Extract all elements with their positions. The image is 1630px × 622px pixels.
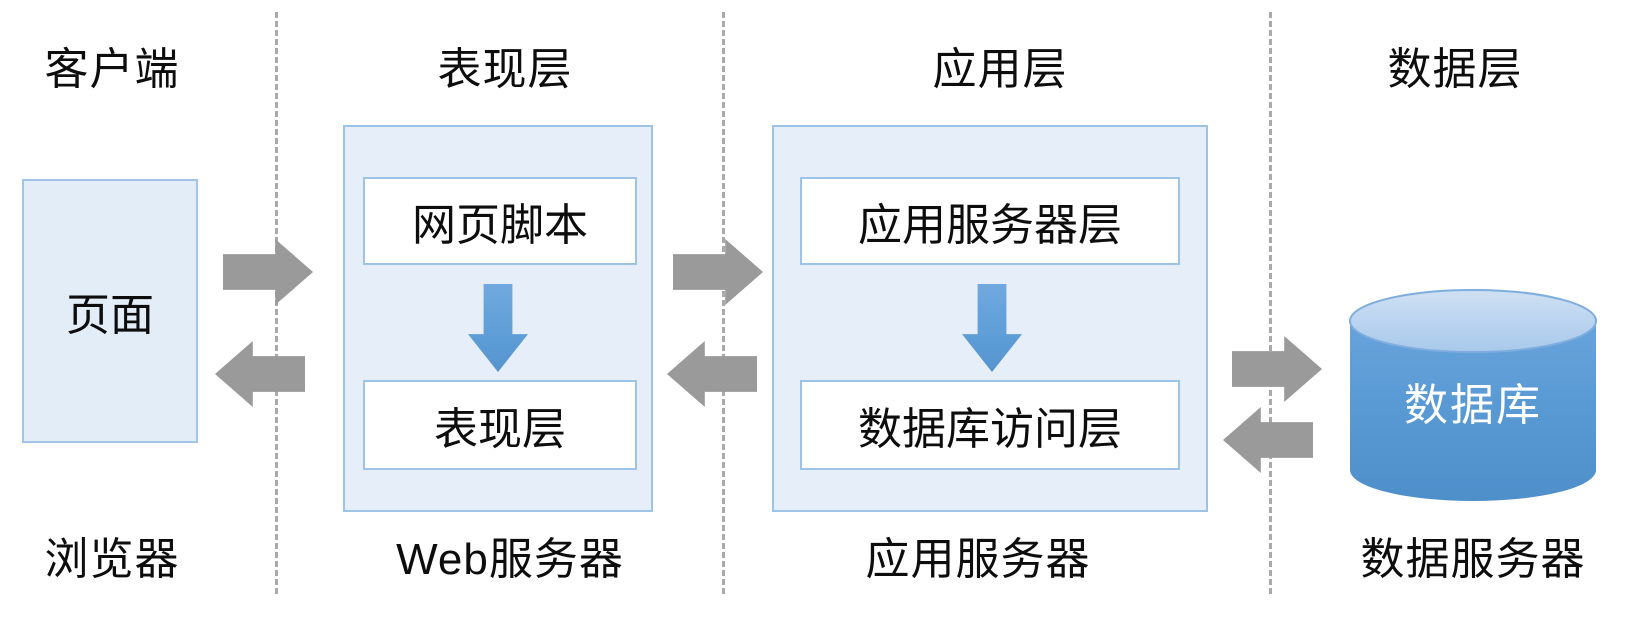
web-server-container: 网页脚本 表现层 [343,125,653,512]
lane-footer-data-server: 数据服务器 [1360,535,1586,584]
db-access-layer-box: 数据库访问层 [800,380,1180,470]
arrow-client-to-web-icon [223,239,313,305]
lane-divider-3 [1269,12,1272,594]
lane-footer-web-server: Web服务器 [396,535,624,584]
lane-header-data: 数据层 [1387,45,1523,94]
presentation-layer-box: 表现层 [363,380,637,470]
lane-header-client: 客户端 [44,45,180,94]
database-label: 数据库 [1404,381,1542,430]
lane-header-application: 应用层 [932,45,1068,94]
lane-header-presentation: 表现层 [437,45,573,94]
down-arrow-icon [962,284,1022,372]
db-access-layer-label: 数据库访问层 [858,405,1122,454]
client-page-box: 页面 [22,179,198,443]
arrow-web-to-client-icon [215,341,305,407]
arrow-app-to-web-icon [667,341,757,407]
lane-divider-2 [722,12,725,594]
arrow-app-to-db-icon [1232,336,1322,402]
app-server-layer-box: 应用服务器层 [800,177,1180,265]
lane-footer-browser: 浏览器 [44,535,180,584]
arrow-db-to-app-icon [1223,407,1313,473]
down-arrow-icon [468,284,528,372]
app-server-layer-label: 应用服务器层 [858,201,1122,250]
lane-footer-app-server: 应用服务器 [865,535,1091,584]
arrow-web-to-app-icon [673,239,763,305]
web-script-label: 网页脚本 [412,201,588,250]
presentation-layer-label: 表现层 [434,405,566,454]
client-page-label: 页面 [66,291,154,340]
database-cylinder-icon [1349,289,1597,501]
app-server-container: 应用服务器层 数据库访问层 [772,125,1208,512]
database-cylinder: 数据库 [1348,288,1598,503]
web-script-box: 网页脚本 [363,177,637,265]
